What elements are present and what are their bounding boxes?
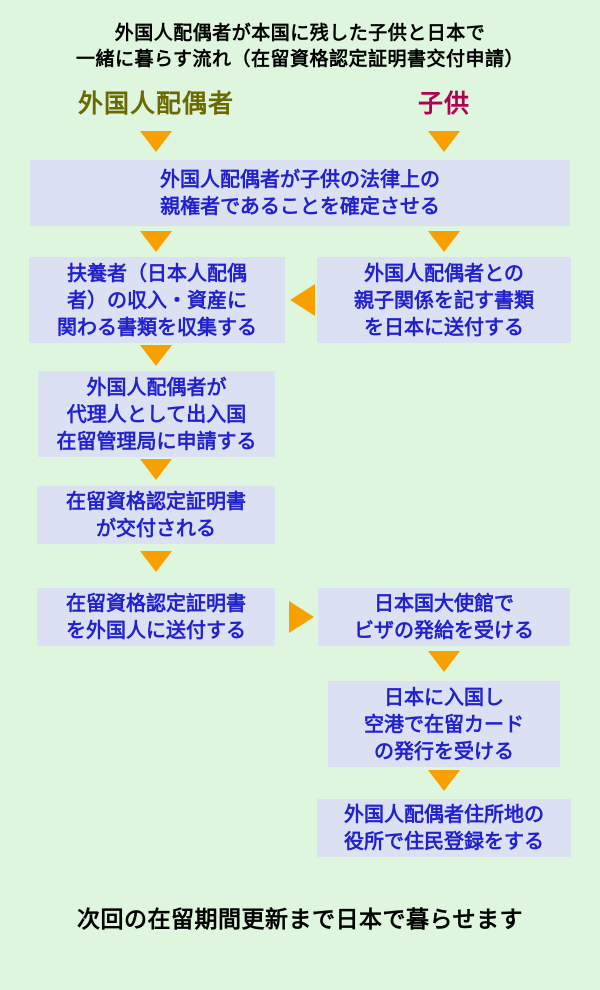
arrow-down-icon [140, 231, 172, 252]
flow-box-send-coe-text: 在留資格認定証明書 を外国人に送付する [66, 591, 246, 642]
flow-box-coe-issued-text: 在留資格認定証明書 が交付される [66, 489, 246, 540]
flow-box-visa-embassy-text: 日本国大使館で ビザの発給を受ける [354, 591, 534, 642]
arrow-down-icon [140, 459, 172, 480]
flow-box-apply-immigration-text: 外国人配偶者が 代理人として出入国 在留管理局に申請する [56, 374, 257, 453]
flow-box-custody: 外国人配偶者が子供の法律上の 親権者であることを確定させる [30, 160, 570, 226]
flow-box-send-docs-text: 外国人配偶者との 親子関係を記す書類 を日本に送付する [354, 260, 534, 339]
flow-box-enter-japan-text: 日本に入国し 空港で在留カード の発行を受ける [364, 684, 524, 763]
arrow-right-icon [289, 601, 314, 633]
arrow-left-icon [290, 284, 315, 316]
arrow-down-icon [428, 651, 460, 672]
flow-box-send-coe: 在留資格認定証明書 を外国人に送付する [37, 588, 275, 646]
flow-box-apply-immigration: 外国人配偶者が 代理人として出入国 在留管理局に申請する [38, 371, 275, 457]
flow-box-enter-japan: 日本に入国し 空港で在留カード の発行を受ける [328, 681, 560, 767]
page-title: 外国人配偶者が本国に残した子供と日本で 一緒に暮らす流れ（在留資格認定証明書交付… [75, 22, 525, 70]
flow-box-resident-register-text: 外国人配偶者住所地の 役所で住民登録をする [344, 802, 544, 853]
arrow-down-icon [140, 345, 172, 366]
arrow-down-icon [428, 131, 460, 152]
flow-box-coe-issued: 在留資格認定証明書 が交付される [37, 486, 275, 544]
flow-box-collect-docs-text: 扶養者（日本人配偶 者）の収入・資産に 関わる書類を収集する [57, 260, 257, 339]
column-header-foreign-spouse: 外国人配偶者 [77, 89, 234, 118]
arrow-down-icon [428, 231, 460, 252]
column-header-child: 子供 [417, 89, 470, 118]
flow-box-visa-embassy: 日本国大使館で ビザの発給を受ける [318, 588, 570, 646]
arrow-down-icon [140, 551, 172, 572]
arrow-down-icon [140, 131, 172, 152]
flow-box-collect-docs: 扶養者（日本人配偶 者）の収入・資産に 関わる書類を収集する [29, 257, 285, 343]
flow-box-send-docs: 外国人配偶者との 親子関係を記す書類 を日本に送付する [317, 257, 571, 343]
flow-box-resident-register: 外国人配偶者住所地の 役所で住民登録をする [317, 799, 571, 857]
arrow-down-icon [428, 770, 460, 791]
flow-box-custody-text: 外国人配偶者が子供の法律上の 親権者であることを確定させる [160, 167, 440, 218]
footer-note: 次回の在留期間更新まで日本で暮らせます [76, 907, 524, 933]
